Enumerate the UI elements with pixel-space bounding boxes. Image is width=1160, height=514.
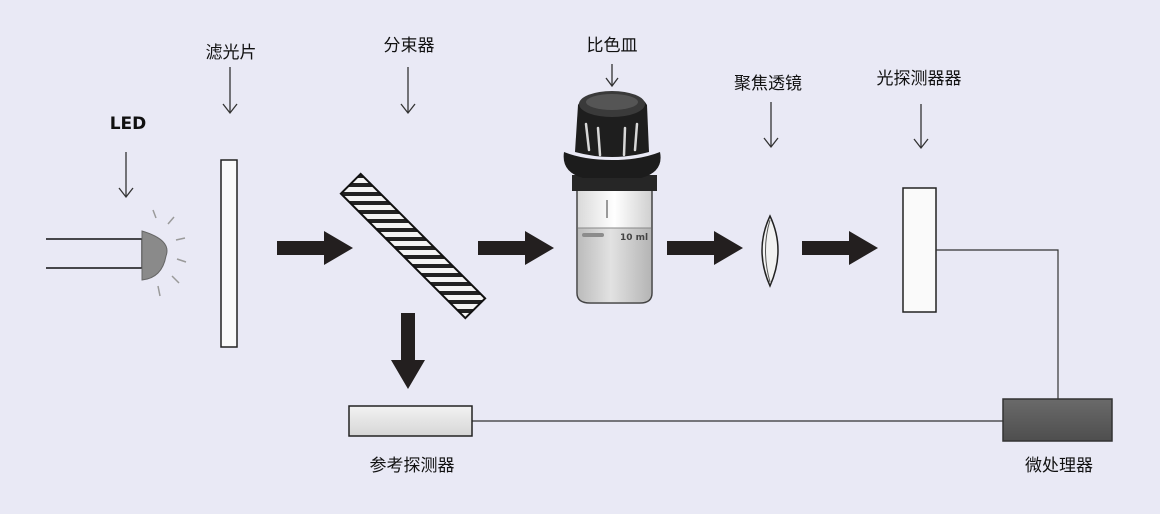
filter-label: 滤光片 — [205, 43, 257, 63]
focusing-lens — [761, 214, 779, 288]
microprocessor — [1002, 398, 1113, 442]
filter-plate — [220, 159, 238, 348]
lens-pointer-arrow — [763, 102, 779, 149]
light-detector — [902, 187, 937, 313]
beam-arrow-splitter-to-reference — [391, 313, 425, 389]
cuvette-label: 比色皿 — [586, 36, 638, 56]
reference-detector — [348, 405, 473, 437]
beam-arrows — [277, 231, 878, 389]
cuvette-pointer-arrow — [605, 64, 619, 88]
beam-arrow-splitter-to-cuvette — [478, 231, 554, 265]
light-detector-label: 光探测器器 — [876, 69, 962, 89]
led-label: LED — [109, 114, 147, 134]
led-glow-rays — [152, 209, 187, 297]
beam-splitter — [339, 172, 487, 320]
label-pointers — [118, 64, 929, 199]
led-pointer-arrow — [118, 152, 134, 199]
signal-wires — [472, 249, 1059, 422]
filter-pointer-arrow — [222, 67, 238, 115]
focusing-lens-label: 聚焦透镜 — [734, 74, 802, 94]
beam-splitter-label: 分束器 — [383, 36, 435, 56]
beam-arrow-cuvette-to-lens — [667, 231, 743, 265]
microprocessor-label: 微处理器 — [1025, 456, 1093, 476]
cuvette: 10 ml — [563, 91, 661, 304]
reference-detector-label: 参考探测器 — [369, 456, 455, 476]
detector-pointer-arrow — [913, 104, 929, 150]
detector-to-processor-wire — [936, 249, 1059, 400]
led-source — [46, 209, 187, 297]
beam-arrow-lens-to-detector — [802, 231, 878, 265]
beam-arrow-led-to-splitter — [277, 231, 353, 265]
beam-splitter-pointer-arrow — [400, 67, 416, 115]
cuvette-volume-mark: 10 ml — [620, 233, 648, 243]
